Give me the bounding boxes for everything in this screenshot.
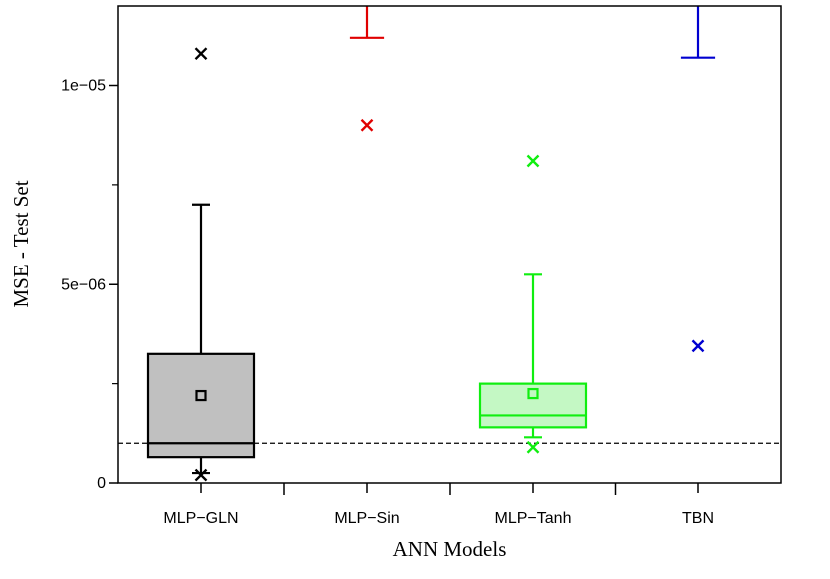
y-tick-label: 1e−05 [61,78,106,95]
outlier-marker [691,339,705,353]
x-tick-label: MLP−Sin [334,510,399,527]
y-axis-title: MSE - Test Set [9,180,33,307]
y-tick-label: 0 [97,475,106,492]
box [146,352,256,459]
x-axis-title: ANN Models [393,537,507,561]
x-tick-label: MLP−GLN [163,510,238,527]
outlier-marker [526,154,540,168]
box [478,382,588,429]
y-tick-label: 5e−06 [61,276,106,293]
plot-frame [117,5,782,484]
outlier-marker [526,440,540,454]
mean-marker [527,387,539,400]
x-tick-label: TBN [682,510,714,527]
outlier-marker [194,468,208,482]
outlier-marker [360,118,374,132]
x-tick-label: MLP−Tanh [495,510,572,527]
mean-marker [195,389,207,402]
outlier-marker [194,47,208,61]
